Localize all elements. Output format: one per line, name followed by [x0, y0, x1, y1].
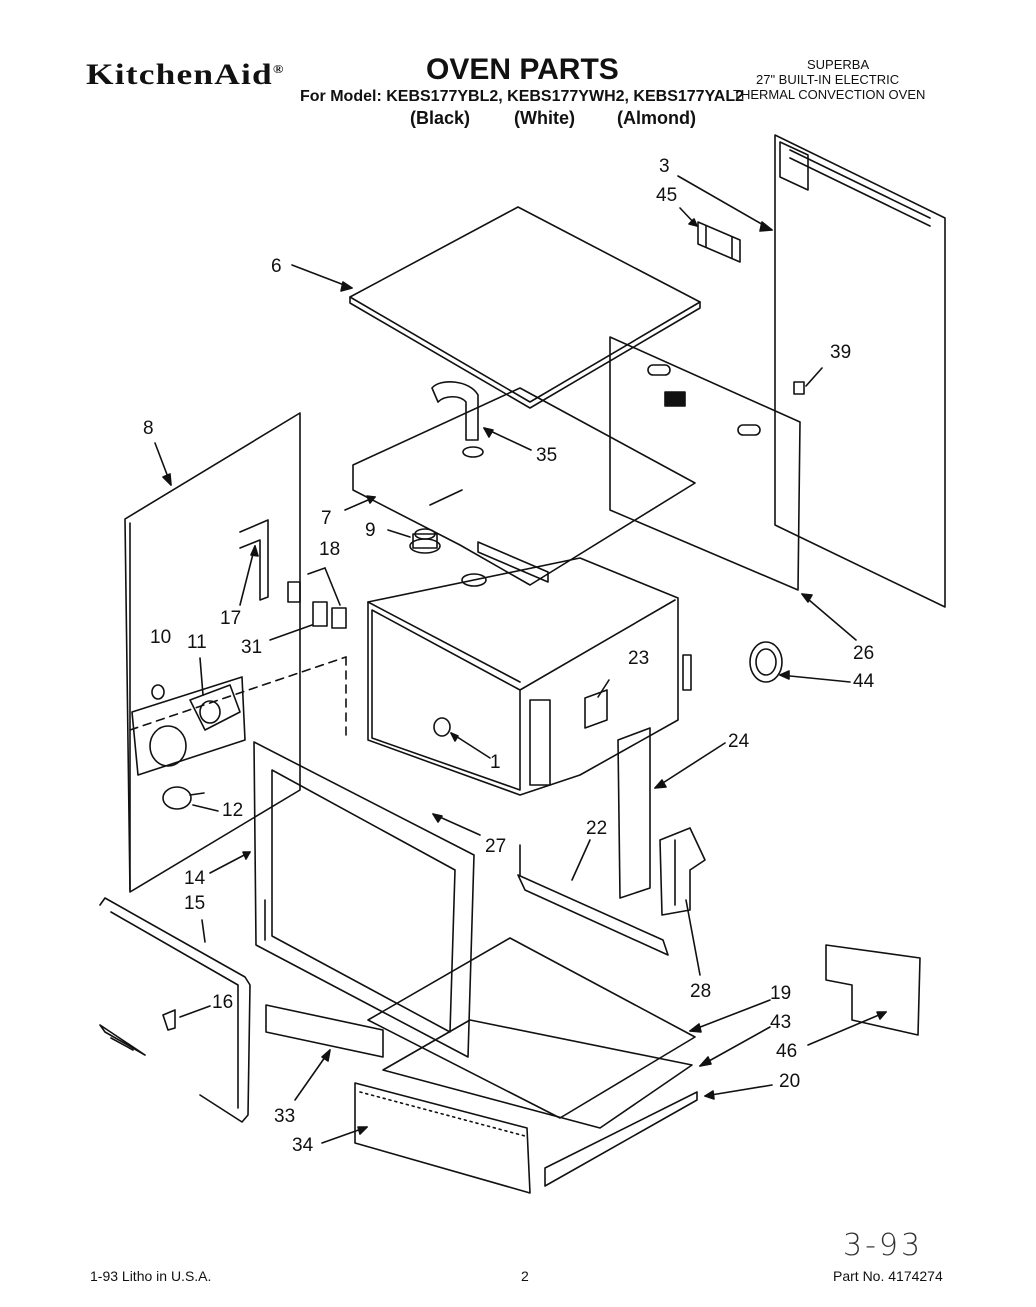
- callout-19: 19: [770, 983, 792, 1004]
- sensor-part-9: [410, 529, 440, 553]
- callout-35: 35: [536, 445, 558, 466]
- part-number: Part No. 4174274: [833, 1268, 943, 1284]
- product-line-2: 27" BUILT-IN ELECTRIC: [756, 72, 900, 87]
- callout-1: 1: [490, 752, 501, 773]
- back-wall-part-26: [610, 337, 800, 590]
- callout-17: 17: [220, 608, 242, 629]
- callout-27: 27: [485, 836, 507, 857]
- page-number: 2: [521, 1268, 529, 1284]
- toe-kick-part-34: [355, 1083, 530, 1193]
- callout-26: 26: [853, 643, 875, 664]
- callout-18: 18: [319, 539, 341, 560]
- bulb-part-12: [163, 787, 204, 809]
- bracket-part-24: [618, 728, 650, 898]
- callout-9: 9: [365, 520, 376, 541]
- light-socket-part-11: [132, 677, 245, 775]
- callout-7: 7: [321, 508, 332, 529]
- callout-22: 22: [586, 818, 608, 839]
- bottom-plate-part-19: [368, 938, 695, 1118]
- vent-tube-part-35: [432, 382, 483, 457]
- rail-part-20: [545, 1092, 697, 1186]
- brand-logo: KitchenAid®: [86, 58, 285, 92]
- switch-part-31: [313, 602, 327, 626]
- callout-15: 15: [184, 893, 206, 914]
- callout-23: 23: [628, 648, 650, 669]
- fan-gasket-part-44: [750, 642, 782, 682]
- callout-16: 16: [212, 992, 234, 1013]
- bracket-part-17: [240, 520, 268, 600]
- callout-14: 14: [184, 868, 206, 889]
- trim-part-33: [266, 1005, 383, 1057]
- color-white: (White): [514, 108, 575, 128]
- callout-43: 43: [770, 1012, 792, 1033]
- callout-20: 20: [779, 1071, 801, 1092]
- registered-mark: ®: [272, 62, 285, 76]
- callout-44: 44: [853, 671, 875, 692]
- callout-11: 11: [187, 632, 207, 653]
- callout-46: 46: [776, 1041, 798, 1062]
- callout-12: 12: [222, 800, 244, 821]
- callout-10: 10: [150, 627, 172, 648]
- page-title: OVEN PARTS: [426, 53, 619, 86]
- callout-45: 45: [656, 185, 678, 206]
- product-line-1: SUPERBA: [807, 57, 870, 72]
- bracket-part-23: [585, 690, 607, 728]
- model-line: For Model: KEBS177YBL2, KEBS177YWH2, KEB…: [300, 88, 744, 105]
- callout-6: 6: [271, 256, 282, 277]
- handwritten-date: 3-93: [843, 1228, 924, 1263]
- callout-8: 8: [143, 418, 154, 439]
- side-panel-part-8: [125, 413, 300, 892]
- oven-cavity-part-27: [368, 558, 691, 795]
- door-gasket-part-15: [100, 898, 250, 1122]
- middle-plate-part-7: [353, 388, 695, 585]
- callout-24: 24: [728, 731, 750, 752]
- callout-39: 39: [830, 342, 852, 363]
- alignment-lines: [130, 657, 346, 738]
- litho-note: 1-93 Litho in U.S.A.: [90, 1268, 212, 1284]
- callout-33: 33: [274, 1106, 296, 1127]
- color-almond: (Almond): [617, 108, 696, 128]
- brand-name: KitchenAid: [86, 58, 273, 91]
- light-cover-part-10: [152, 685, 164, 699]
- clip-part-39: [794, 382, 804, 394]
- color-black: (Black): [410, 108, 471, 128]
- bracket-part-46: [826, 945, 920, 1035]
- bottom-panel-part-43: [383, 1020, 692, 1128]
- callout-31: 31: [241, 637, 263, 658]
- callout-3: 3: [659, 156, 670, 177]
- switch-part-18: [288, 582, 346, 628]
- callout-28: 28: [690, 981, 712, 1002]
- leader-arrows: [155, 176, 886, 1143]
- product-line-3: THERMAL CONVECTION OVEN: [733, 87, 926, 102]
- bracket-part-45: [698, 222, 740, 262]
- clip-part-16: [163, 1010, 175, 1030]
- rear-panel-part-3: [775, 135, 945, 607]
- top-panel-part-6: [350, 207, 700, 408]
- rail-part-22: [518, 845, 668, 955]
- callout-34: 34: [292, 1135, 314, 1156]
- hinge-part-28: [660, 828, 705, 915]
